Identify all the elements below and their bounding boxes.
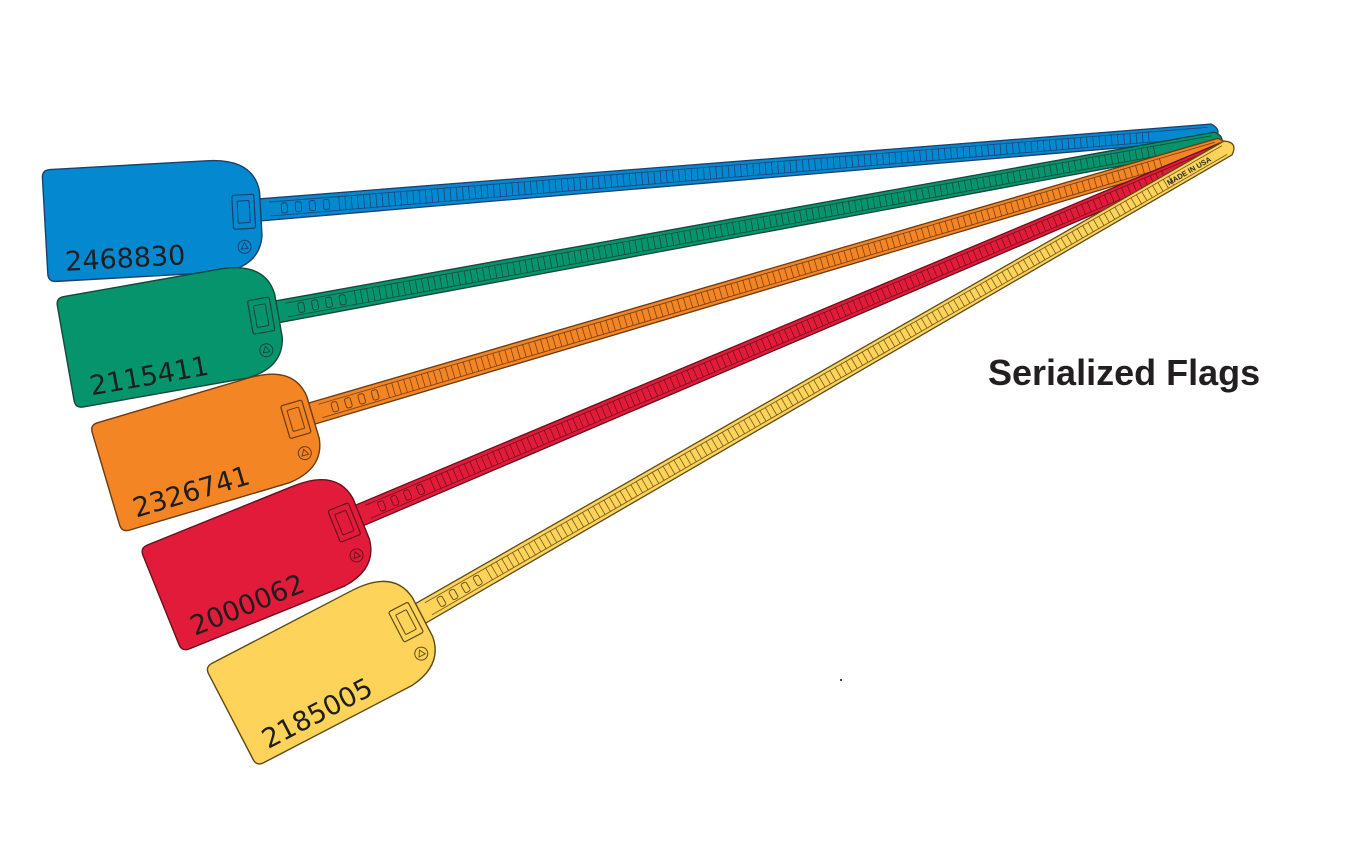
locking-head — [280, 399, 312, 439]
logo-mark-icon — [349, 548, 364, 563]
locking-head — [247, 296, 276, 335]
locking-head — [327, 502, 361, 543]
logo-mark-icon — [259, 343, 274, 358]
flag-body: 2468830 — [41, 159, 263, 283]
locking-head — [388, 602, 424, 643]
caption-title: Serialized Flags — [988, 352, 1261, 393]
serial-number: 2468830 — [64, 240, 186, 278]
seal-tag: 2326741 — [91, 137, 1227, 532]
locking-head — [231, 193, 257, 230]
logo-mark-icon — [297, 446, 312, 461]
logo-mark-icon — [237, 239, 252, 254]
logo-mark-icon — [414, 646, 429, 661]
seal-tag: 2468830 — [41, 123, 1219, 283]
stray-dot — [840, 679, 842, 681]
